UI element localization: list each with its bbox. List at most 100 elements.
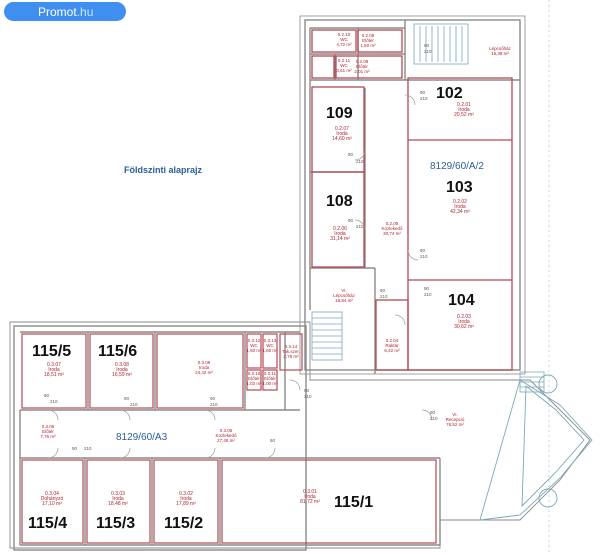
space-14-area: 1,00 m² xyxy=(262,381,278,386)
site-badge[interactable]: Promot.hu xyxy=(4,2,126,21)
space-2-code: 0.2.11 xyxy=(338,58,351,63)
space-8-area: 76,52 m² xyxy=(446,422,464,427)
space-13-type: Előtér xyxy=(248,376,260,381)
room-115-3-code: 0.3.03 xyxy=(111,491,125,497)
door-dim: 210 xyxy=(424,292,432,297)
space-8-code: VI. xyxy=(452,412,458,417)
space-9-area: 24,42 m² xyxy=(195,370,213,375)
door-dim: 90 xyxy=(124,396,130,401)
door-dim: 90 xyxy=(380,288,386,293)
space-7-code: VI. xyxy=(341,288,347,293)
space-3-type: Előtér xyxy=(356,64,368,69)
space-11-code: 0.3.13 xyxy=(264,338,277,343)
building-a3-red-outline xyxy=(21,333,437,544)
space-2-type: WC xyxy=(340,63,348,68)
room-104-code: 0.2.03 xyxy=(457,314,471,320)
room-104-area: 30,62 m² xyxy=(454,324,474,330)
room-115-1-area: 81,72 m² xyxy=(300,499,320,505)
space-10-area: 1,80 m² xyxy=(246,348,262,353)
room-number-115-4: 115/4 xyxy=(28,515,67,532)
room-108-code: 0.2.06 xyxy=(333,226,347,232)
space-details: 0.2.10 WC 4,72 m² 0.2.09 Előtér 1,50 m² … xyxy=(40,32,511,443)
room-115-3-area: 18,48 m² xyxy=(108,501,128,507)
space-3-area: 2,01 m² xyxy=(354,69,370,74)
space-5-area: 6,42 m² xyxy=(384,348,400,353)
room-103-type: Iroda xyxy=(454,204,466,210)
space-0-type: WC xyxy=(340,37,348,42)
door-dim: 210 xyxy=(210,402,218,407)
space-5-type: Raktár xyxy=(385,343,399,348)
space-10-type: WC xyxy=(250,343,258,348)
room-102-type: Iroda xyxy=(458,107,470,113)
room-number-115-2: 115/2 xyxy=(164,515,203,532)
space-1-type: Előtér xyxy=(362,38,374,43)
space-5-code: 0.2.04 xyxy=(386,338,399,343)
room-115-3-type: Iroda xyxy=(112,496,124,502)
door-dim: 90 xyxy=(430,410,436,415)
room-115-2-area: 17,89 m² xyxy=(176,501,196,507)
door-dim: 210 xyxy=(84,446,92,451)
room-109-code: 0.2.07 xyxy=(335,126,349,132)
space-10-code: 0.3.12 xyxy=(248,338,261,343)
site-badge-name: Promot xyxy=(38,4,77,19)
door-dim: 210 xyxy=(356,224,364,229)
space-11-area: 1,85 m² xyxy=(262,348,278,353)
reception-bay xyxy=(479,374,593,521)
room-number-103: 103 xyxy=(446,179,473,196)
room-numbers: 102 103 104 109 108 115/1 115/2 115/3 11… xyxy=(28,85,475,532)
room-103-area: 42,34 m² xyxy=(450,209,470,215)
room-115-2-code: 0.3.02 xyxy=(179,491,193,497)
room-103-code: 0.2.02 xyxy=(453,199,467,205)
door-dim: 90 xyxy=(420,248,426,253)
space-15-area: 27,48 m² xyxy=(217,438,235,443)
space-4-type: Közlekedő xyxy=(381,226,403,231)
door-dim: 90 xyxy=(348,218,354,223)
space-2-area: 3,61 m² xyxy=(336,68,352,73)
space-7-type: Lépcsőház xyxy=(333,293,356,298)
space-7-area: 18,84 m² xyxy=(335,298,353,303)
door-dim: 90 xyxy=(348,152,354,157)
stair-mid xyxy=(311,311,343,361)
room-number-115-6: 115/6 xyxy=(98,343,137,360)
block-label-a2: 8129/60/A/2 xyxy=(430,161,484,172)
door-dim: 90 xyxy=(424,286,430,291)
room-number-115-5: 115/5 xyxy=(32,343,71,360)
door-dim: 210 xyxy=(130,402,138,407)
door-dim: 90 xyxy=(44,393,50,398)
space-16-code: 0.3.05 xyxy=(42,424,55,429)
space-14-type: Előtér xyxy=(264,376,276,381)
space-9-code: 0.3.09 xyxy=(198,360,211,365)
door-dim: 90 xyxy=(420,90,426,95)
space-6-type: Lépcsőház xyxy=(489,46,512,51)
room-115-6-code: 0.3.08 xyxy=(115,362,129,368)
block-label-a3: 8129/60/A3 xyxy=(116,432,168,443)
door-dim: 210 xyxy=(420,96,428,101)
space-0-code: 0.2.10 xyxy=(338,32,351,37)
room-115-1-type: Iroda xyxy=(304,494,316,500)
door-dim: 90 xyxy=(72,446,78,451)
room-details: 0.2.01 Iroda 20,52 m² 0.2.02 Iroda 42,34… xyxy=(41,102,474,507)
space-11-type: WC xyxy=(266,343,274,348)
door-arcs xyxy=(47,94,433,459)
room-109-area: 14,60 m² xyxy=(332,136,352,142)
room-102-code: 0.2.01 xyxy=(457,102,471,108)
space-12-code: 0.3.14 xyxy=(285,344,298,349)
site-badge-suffix: .hu xyxy=(76,4,94,19)
room-115-5-type: Iroda xyxy=(48,367,60,373)
space-12-area: 2,78 m² xyxy=(283,354,299,359)
door-dim: 90 xyxy=(424,43,430,48)
space-13-code: 0.3.10 xyxy=(248,371,261,376)
space-16-area: 7,76 m² xyxy=(40,434,56,439)
space-1-area: 1,50 m² xyxy=(360,43,376,48)
door-dim: 90 xyxy=(304,388,310,393)
room-number-115-1: 115/1 xyxy=(334,494,373,511)
building-a3-walls xyxy=(9,321,591,551)
door-dim: 90 xyxy=(210,396,216,401)
room-115-5-area: 18,51 m² xyxy=(44,372,64,378)
room-115-4-code: 0.3.04 xyxy=(45,491,59,497)
door-dim: 210 xyxy=(356,159,364,164)
door-dim: 210 xyxy=(304,394,312,399)
space-13-area: 1,03 m² xyxy=(246,381,262,386)
door-dim: 210 xyxy=(424,49,432,54)
